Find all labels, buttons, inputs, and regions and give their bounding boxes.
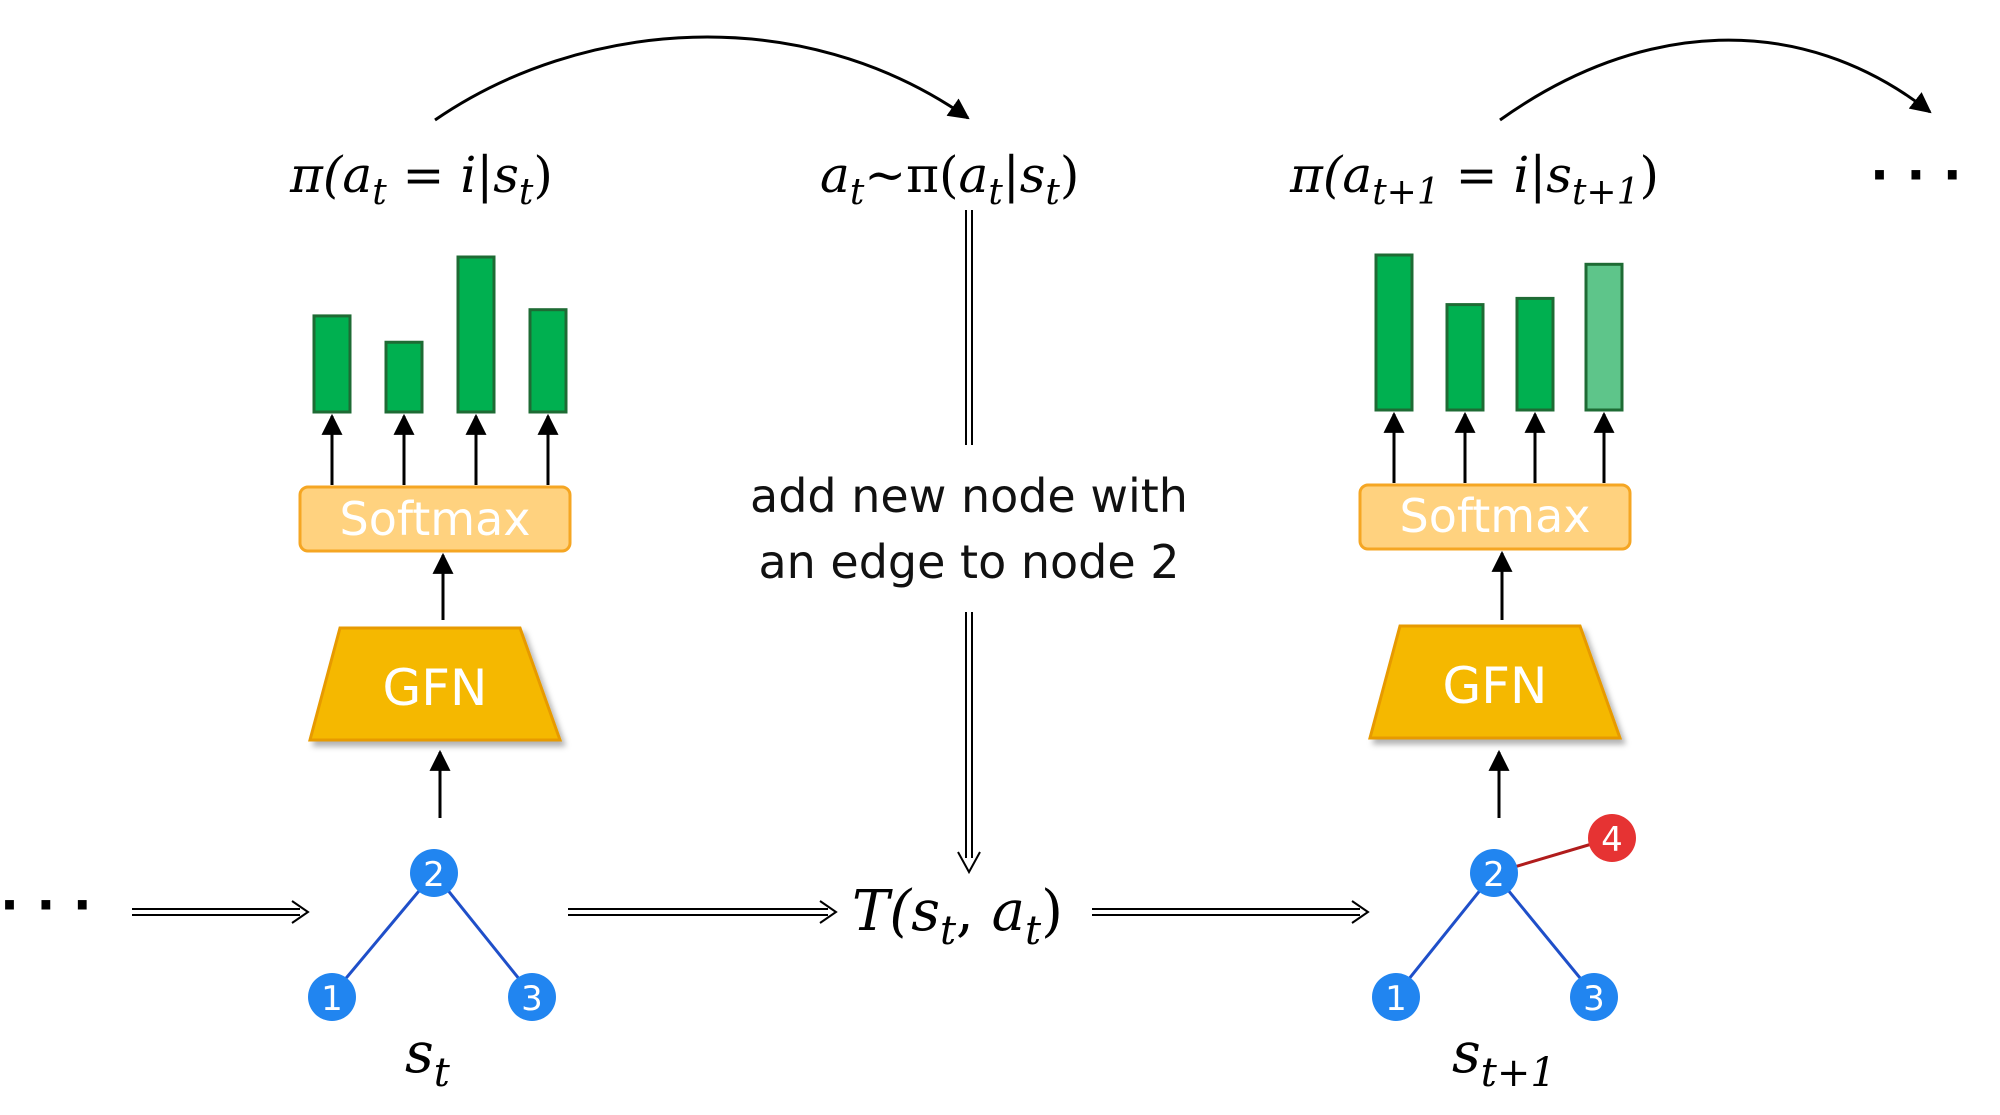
state-t-to-transition-arrow [568, 900, 838, 924]
action-description-line2: an edge to node 2 [758, 535, 1179, 589]
softmax-label-t: Softmax [340, 492, 531, 546]
bar-t1-4 [1584, 262, 1624, 412]
graph-state-t: 2 1 3 [308, 849, 556, 1021]
svg-text:2: 2 [423, 855, 445, 895]
graph-t1-node-4-new: 4 [1588, 814, 1636, 862]
state-label-t: st [405, 1021, 451, 1096]
svg-text:1: 1 [1385, 979, 1407, 1019]
bar-t-2 [384, 340, 424, 414]
graph-t-node-2: 2 [410, 849, 458, 897]
gfn-block-t1 [1368, 624, 1623, 740]
action-description-line1: add new node with [750, 469, 1188, 523]
curved-arrow-left [434, 35, 970, 122]
graph-t1-node-2: 2 [1470, 849, 1518, 897]
graph-state-t1: 2 1 3 4 [1372, 814, 1636, 1021]
policy-formula-t: π(at = i|st) [289, 146, 553, 213]
graph-t1-node-1: 1 [1372, 973, 1420, 1021]
gfn-block-t [308, 626, 563, 742]
bar-t1-3 [1515, 296, 1555, 412]
bar-t1-1 [1374, 253, 1414, 412]
softmax-block-t: Softmax [298, 485, 572, 553]
ellipsis-right: · · · [1870, 146, 1962, 204]
svg-text:1: 1 [321, 979, 343, 1019]
svg-text:2: 2 [1483, 855, 1505, 895]
softmax-block-t1: Softmax [1358, 483, 1632, 551]
transition-to-state-t1-arrow [1092, 900, 1370, 924]
policy-formula-t1: π(at+1 = i|st+1) [1289, 146, 1659, 213]
transition-formula: T(st, at) [852, 879, 1063, 954]
graph-t-node-1: 1 [308, 973, 356, 1021]
prev-to-state-t-arrow [132, 900, 310, 924]
sample-formula: at~π(at|st) [820, 146, 1079, 213]
ellipsis-left: · · · [0, 876, 92, 934]
bar-t-3 [456, 255, 496, 414]
sample-to-transition-arrow [957, 210, 981, 875]
bar-t-1 [312, 314, 352, 414]
softmax-label-t1: Softmax [1400, 489, 1591, 543]
policy-bars-t [312, 255, 568, 414]
gfn-label-t: GFN [383, 659, 488, 717]
curved-arrow-right [1499, 38, 1932, 122]
softmax-to-bars-arrows-t [321, 413, 559, 485]
gfn-label-t1: GFN [1443, 657, 1548, 715]
graph-t1-node-3: 3 [1570, 973, 1618, 1021]
bar-t-4 [528, 308, 568, 414]
softmax-to-bars-arrows-t1 [1383, 411, 1615, 483]
svg-text:3: 3 [521, 979, 543, 1019]
state-label-t1: st+1 [1452, 1021, 1556, 1096]
policy-bars-t1 [1374, 253, 1624, 412]
svg-text:3: 3 [1583, 979, 1605, 1019]
bar-t1-2 [1445, 303, 1485, 412]
svg-text:4: 4 [1601, 820, 1623, 860]
graph-t-node-3: 3 [508, 973, 556, 1021]
